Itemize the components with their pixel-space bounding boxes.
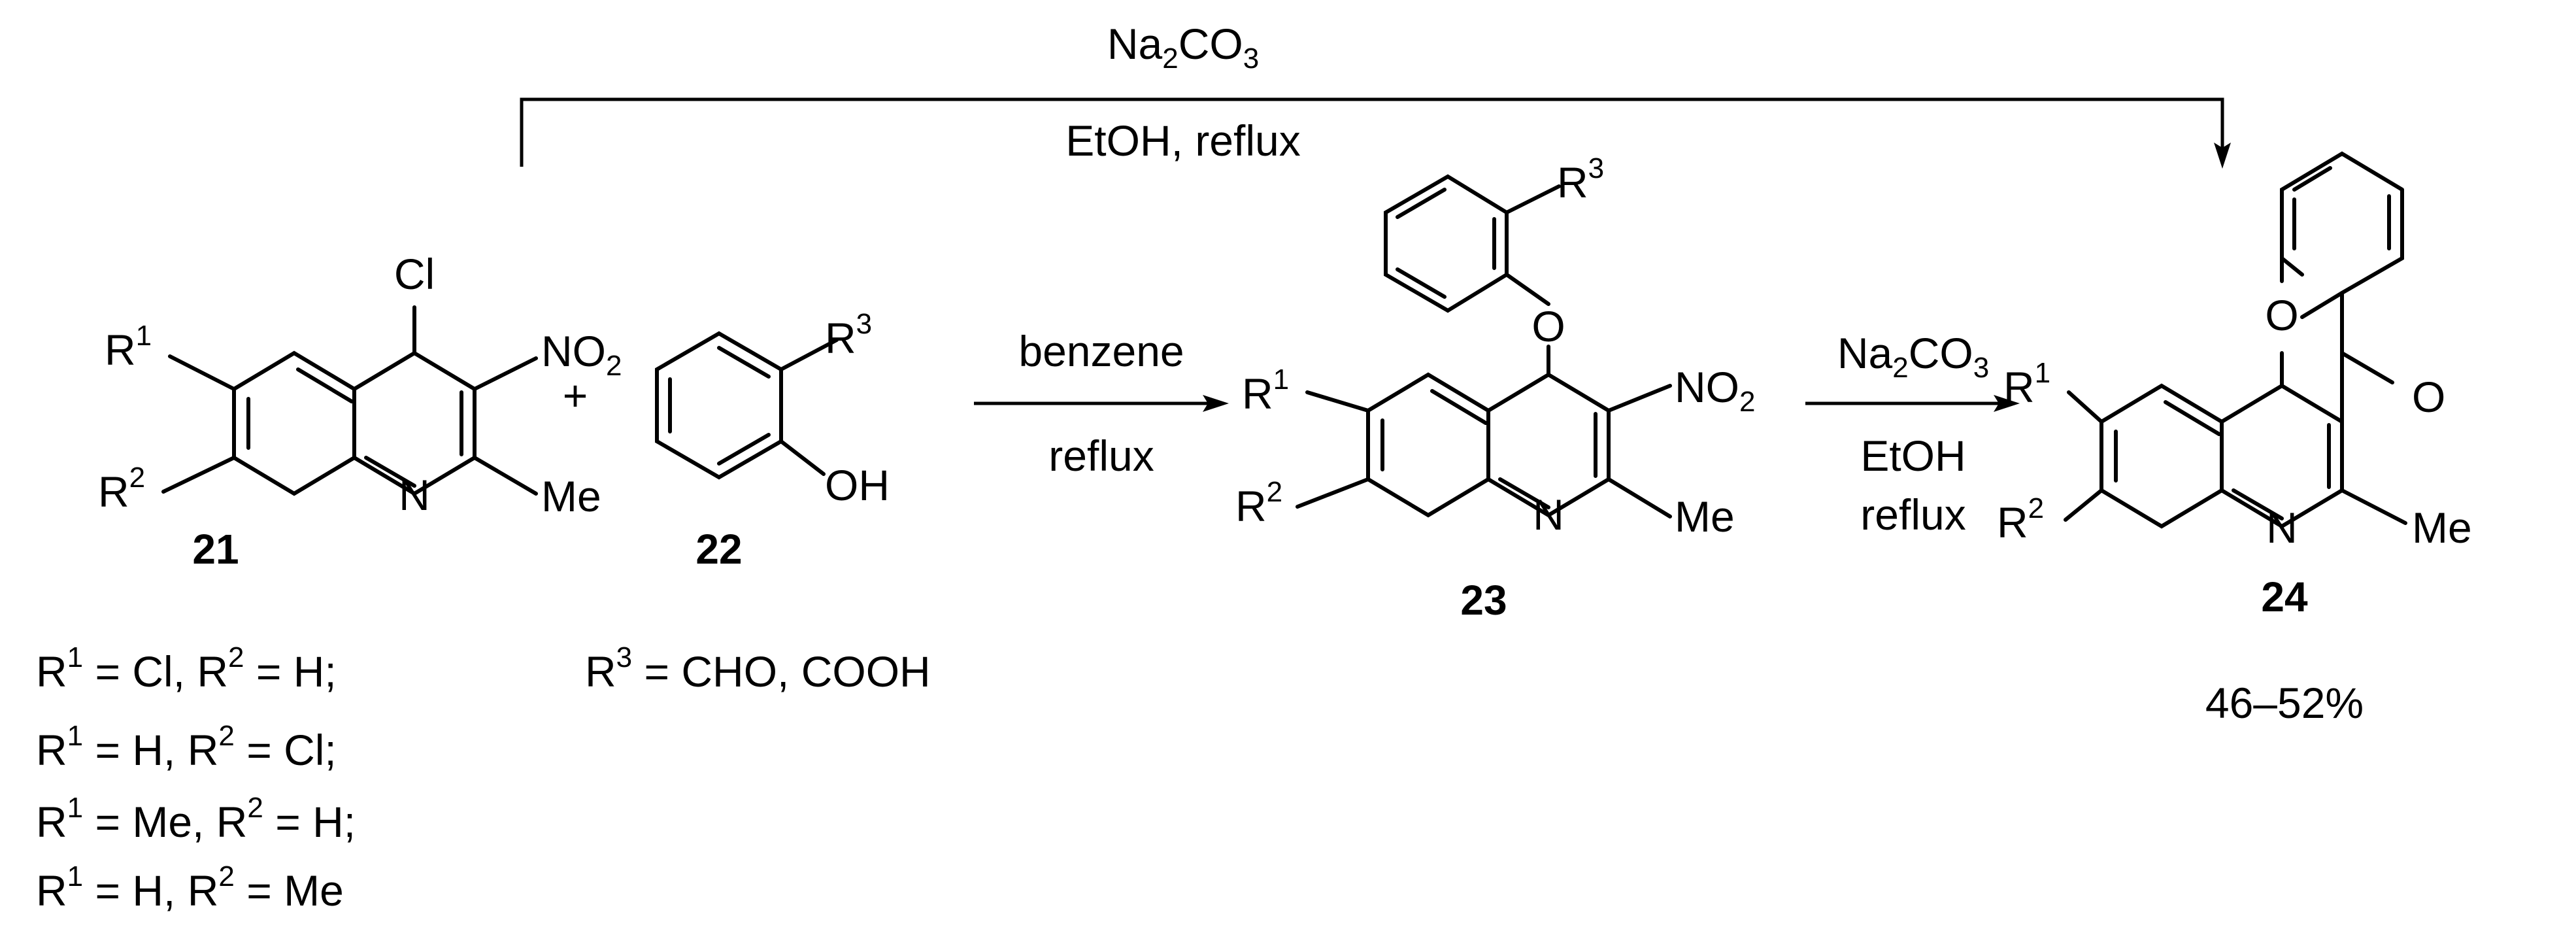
compound-21-label: 21 (192, 526, 239, 573)
substituent-line-3: R1 = Me, R2 = H; (36, 792, 356, 846)
compound-24-yield: 46–52% (2205, 679, 2364, 727)
compound-24-r1: R1 (2003, 357, 2050, 411)
compound-21-no2: NO2 (541, 327, 622, 382)
compound-22-oh: OH (825, 461, 890, 509)
step2-condition: reflux (1860, 490, 1965, 539)
compound-24-bonds (2064, 151, 2407, 529)
compound-24-r2: R2 (1997, 492, 2044, 547)
compound-22-bonds (655, 331, 839, 480)
compound-24-label: 24 (2261, 573, 2308, 620)
substituent-line-4: R1 = H, R2 = Me (36, 860, 344, 915)
step2-reagent: Na2CO3 (1837, 329, 1989, 384)
compound-23-o: O (1531, 302, 1565, 350)
compound-23-r3: R3 (1557, 152, 1604, 207)
substituent-line-2: R1 = H, R2 = Cl; (36, 720, 337, 774)
plus-sign: + (563, 371, 588, 420)
compound-23-r2: R2 (1235, 476, 1282, 530)
compound-23-bonds (1296, 174, 1672, 518)
compound-24-n: N (2266, 503, 2298, 552)
compound-21-n: N (399, 471, 430, 519)
compound-23-me: Me (1675, 492, 1735, 541)
compound-24-structure: O O N Me R1 R2 24 46–52% (1997, 151, 2472, 727)
compound-23-structure: R3 O NO2 N Me R1 R2 23 (1235, 152, 1755, 624)
reaction-arrow-1: benzene reflux (974, 327, 1229, 480)
compound-22-r3: R3 (825, 308, 872, 362)
compound-21-me: Me (541, 472, 601, 520)
compound-23-r1: R1 (1242, 364, 1289, 418)
step2-solvent: EtOH (1860, 432, 1965, 480)
compound-23-no2: NO2 (1675, 363, 1755, 418)
reaction-arrow-2: Na2CO3 EtOH reflux (1805, 329, 2020, 539)
top-bracket-arrow: Na2CO3 EtOH, reflux (520, 20, 2231, 169)
step1-condition-below: reflux (1048, 432, 1154, 480)
substituent-line-1: R1 = Cl, R2 = H; (36, 641, 337, 696)
compound-24-o-ring: O (2265, 291, 2298, 339)
compound-24-o-keto: O (2412, 373, 2445, 421)
substituent-22: R3 = CHO, COOH (585, 641, 931, 696)
top-solvent: EtOH, reflux (1065, 116, 1300, 165)
compound-21-r2: R2 (98, 462, 145, 516)
substituents-21: R1 = Cl, R2 = H; R1 = H, R2 = Cl; R1 = M… (36, 641, 356, 915)
compound-23-label: 23 (1460, 577, 1507, 624)
compound-24-me: Me (2412, 503, 2472, 552)
compound-21-r1: R1 (105, 320, 152, 374)
compound-21-structure: Cl NO2 N Me R1 R2 21 (98, 250, 622, 573)
step1-condition-above: benzene (1018, 327, 1184, 375)
compound-21-bonds (161, 305, 538, 496)
compound-22-structure: R3 OH 22 (655, 308, 890, 573)
top-reagent: Na2CO3 (1107, 20, 1259, 75)
compound-23-n: N (1533, 490, 1564, 539)
compound-21-cl: Cl (394, 250, 435, 298)
compound-22-label: 22 (695, 526, 742, 573)
